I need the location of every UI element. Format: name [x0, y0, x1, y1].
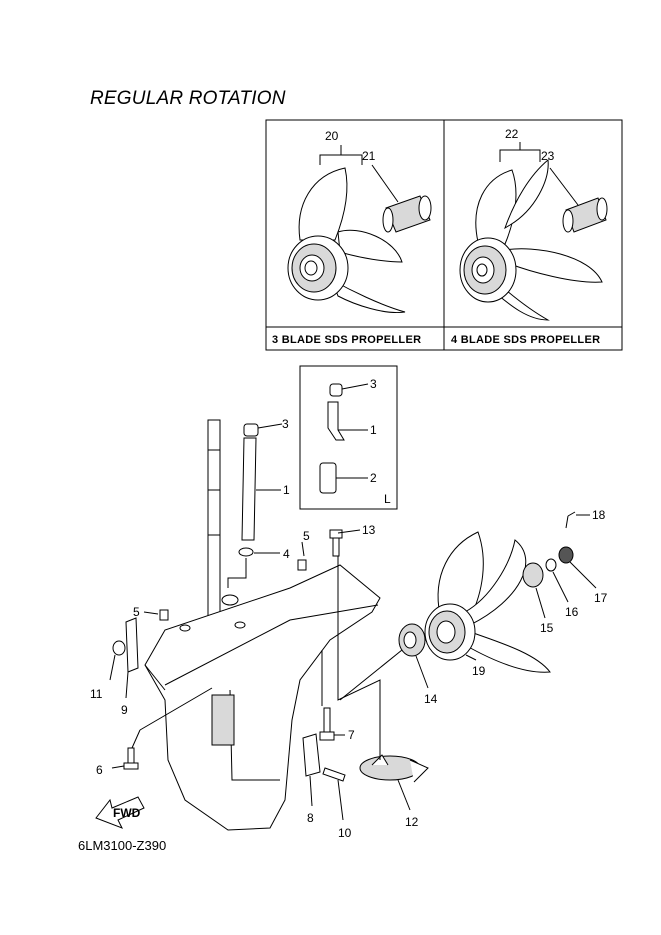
callout-18: 18 [592, 508, 606, 522]
drive-shaft-drawing [207, 419, 221, 621]
three-blade-propeller-drawing [287, 167, 406, 314]
callout-15: 15 [540, 621, 554, 635]
callout-17: 17 [594, 591, 608, 605]
inset-callout-3: 3 [370, 377, 377, 391]
four-blade-propeller-drawing [459, 159, 603, 321]
callout-1: 1 [283, 483, 290, 497]
inset-letter: L [384, 492, 391, 506]
callout-21: 21 [362, 149, 376, 163]
callout-3: 3 [282, 417, 289, 431]
main-propeller-drawing [398, 511, 576, 673]
callout-6: 6 [96, 763, 103, 777]
page-title: REGULAR ROTATION [90, 88, 286, 109]
callout-20: 20 [325, 129, 339, 143]
inset-parts-drawing [319, 383, 369, 494]
callout-10: 10 [338, 826, 352, 840]
callout-5-upper: 5 [303, 529, 310, 543]
callout-9: 9 [121, 703, 128, 717]
three-blade-spline-hub-drawing [382, 195, 432, 233]
callout-5-lower: 5 [133, 605, 140, 619]
callout-16: 16 [565, 605, 579, 619]
diagram-code: 6LM3100-Z390 [78, 838, 167, 853]
fwd-arrow [95, 796, 145, 829]
four-blade-caption: 4 BLADE SDS PROPELLER [451, 334, 600, 346]
main-leaders [109, 423, 597, 821]
propeller-options-frame [265, 119, 623, 351]
callout-11: 11 [90, 687, 103, 701]
inset-callout-1: 1 [370, 423, 377, 437]
fwd-label: FWD [113, 806, 141, 820]
three-blade-caption: 3 BLADE SDS PROPELLER [272, 334, 421, 346]
callout-4: 4 [283, 547, 290, 561]
inset-callout-2: 2 [370, 471, 377, 485]
trim-tab-anode-drawing [359, 754, 429, 783]
callout-13: 13 [362, 523, 376, 537]
long-shaft-inset-frame [299, 365, 398, 510]
gear-housing-drawing [144, 564, 381, 831]
water-tube-drawing [238, 423, 259, 557]
small-parts-drawing [112, 529, 346, 782]
callout-22: 22 [505, 127, 519, 141]
callout-23: 23 [541, 149, 555, 163]
callout-14: 14 [424, 692, 438, 706]
four-blade-spline-hub-drawing [562, 197, 608, 233]
propeller-box-leaders [319, 142, 579, 206]
callout-7: 7 [348, 728, 355, 742]
callout-8: 8 [307, 811, 314, 825]
callout-12: 12 [405, 815, 419, 829]
callout-19: 19 [472, 664, 486, 678]
